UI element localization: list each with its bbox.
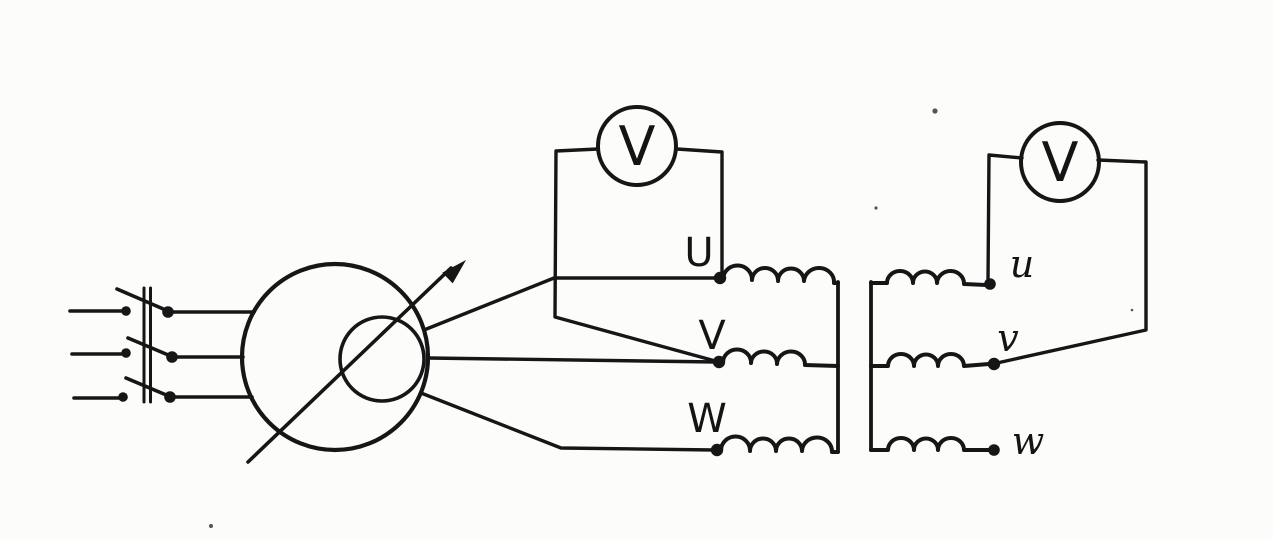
primary-windings	[719, 263, 840, 454]
supply-switch-group	[68, 286, 256, 404]
terminal-dot-u	[984, 278, 996, 290]
terminal-label-w: w	[1012, 419, 1045, 463]
paper-speck	[1130, 308, 1134, 312]
terminal-dot-v	[987, 357, 1001, 371]
stator-circle	[239, 261, 431, 453]
terminal-label-W: W	[687, 396, 727, 442]
voltmeter-primary: V	[553, 105, 724, 364]
terminal-dot-V	[712, 355, 726, 369]
terminal-label-v: v	[997, 316, 1019, 360]
coil-V	[721, 347, 840, 368]
adjustment-arrow-shaft	[246, 266, 453, 464]
machine-to-winding-wires	[419, 276, 719, 452]
wire-to-terminal-W	[419, 391, 716, 452]
voltmeter-secondary-dial	[1019, 121, 1101, 203]
voltmeter-primary-lead-right	[675, 147, 724, 279]
coil-v	[869, 352, 991, 368]
primary-terminal-dots	[710, 271, 727, 457]
machine-symbol	[239, 260, 466, 464]
terminal-dot-w	[988, 444, 1000, 456]
paper-specks	[209, 108, 1134, 528]
rotor-circle	[338, 315, 426, 403]
paper-speck	[932, 108, 938, 114]
coil-W	[719, 434, 840, 454]
voltmeter-primary-dial	[596, 105, 678, 187]
voltmeter-secondary-lead-left	[986, 153, 1024, 283]
terminal-label-u: u	[1010, 242, 1034, 286]
coil-w	[869, 436, 992, 452]
terminal-dot-U	[713, 271, 727, 285]
secondary-terminal-dots	[984, 278, 1001, 456]
voltmeter-secondary-label: V	[1042, 131, 1079, 194]
paper-speck	[209, 524, 213, 528]
terminal-dot-W	[710, 443, 724, 457]
switch-contact-dots	[118, 306, 178, 403]
coil-u	[869, 269, 988, 287]
terminal-label-U: U	[684, 230, 713, 276]
paper-speck	[874, 206, 878, 210]
terminal-label-V: V	[698, 313, 726, 359]
voltmeter-secondary: V	[986, 121, 1148, 365]
adjustment-arrow-head	[442, 260, 466, 284]
contact-dot	[162, 306, 174, 318]
contact-dot	[118, 392, 128, 402]
contact-dot	[166, 351, 178, 363]
contact-dot	[121, 306, 131, 316]
voltmeter-primary-lead-left	[553, 147, 721, 364]
contact-dot	[164, 391, 176, 403]
wire-to-terminal-V	[426, 356, 719, 364]
coil-U	[721, 263, 840, 285]
switch-blade-3	[124, 376, 173, 399]
voltmeter-primary-label: V	[619, 115, 656, 178]
voltmeter-secondary-lead-right	[995, 158, 1148, 365]
secondary-windings	[869, 269, 992, 452]
contact-dot	[121, 348, 131, 358]
